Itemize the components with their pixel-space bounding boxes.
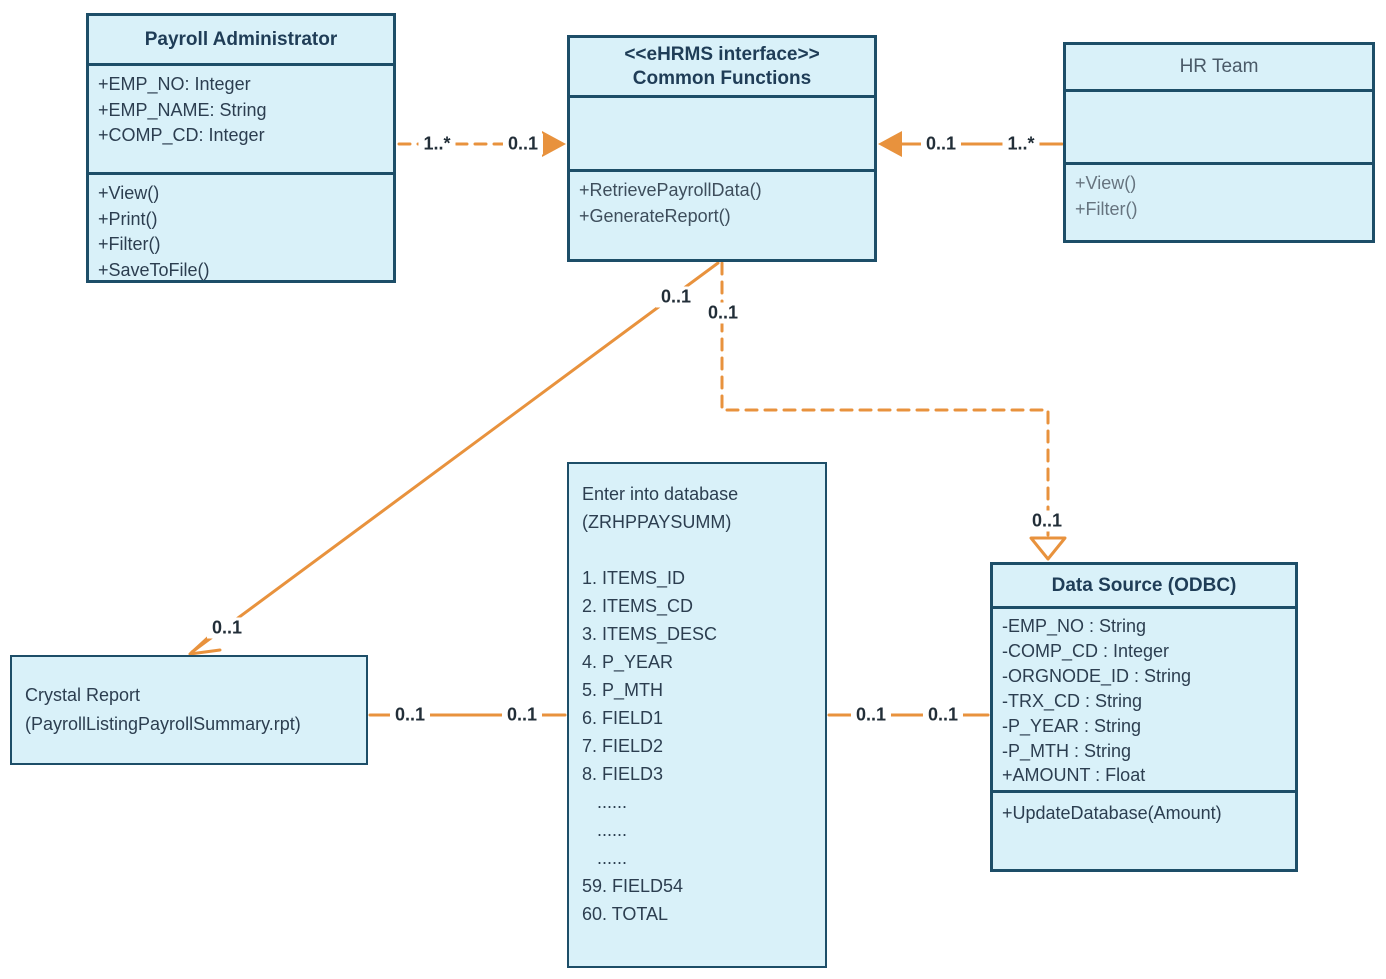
class-title-hr-team: HR Team (1179, 56, 1259, 77)
class-title-payroll-administrator: Payroll Administrator (144, 28, 338, 50)
note-line: ...... (582, 848, 628, 868)
class-payroll-administrator: Payroll Administrator +EMP_NO: Integer +… (86, 13, 396, 283)
note-line: (ZRHPPAYSUMM) (582, 512, 732, 532)
class-title-common-functions: <<eHRMS interface>> Common Functions (570, 38, 874, 95)
attribute-line: -ORGNODE_ID : String (1002, 665, 1192, 686)
method-line: +View() (98, 183, 160, 203)
method-line: +Filter() (98, 234, 161, 254)
attribute-line: -COMP_CD : Integer (1002, 640, 1170, 661)
multiplicity-cf-crystal-to: 0..1 (206, 617, 248, 639)
method-line: +SaveToFile() (98, 259, 210, 280)
note-line: ...... (582, 820, 628, 840)
method-line: +Print() (98, 208, 158, 229)
note-line: 4. P_YEAR (582, 652, 674, 672)
multiplicity-cf-datasource-to: 0..1 (1026, 510, 1068, 532)
note-line: 5. P_MTH (582, 680, 664, 700)
attribute-line: +AMOUNT : Float (1002, 765, 1146, 786)
multiplicity-crystal-enterdb-left: 0..1 (389, 704, 431, 726)
methods-data-source: +UpdateDatabase(Amount) (993, 790, 1295, 869)
multiplicity-pa-cf-to: 0..1 (502, 133, 544, 155)
class-hr-team: HR Team +View() +Filter() (1063, 42, 1375, 243)
attribute-line: +EMP_NAME: String (98, 99, 267, 120)
attributes-common-functions (570, 95, 874, 169)
methods-common-functions: +RetrievePayrollData() +GenerateReport() (570, 169, 874, 259)
attributes-data-source: -EMP_NO : String -COMP_CD : Integer -ORG… (993, 606, 1295, 790)
multiplicity-enterdb-datasource-left: 0..1 (850, 704, 892, 726)
methods-payroll-administrator: +View() +Print() +Filter() +SaveToFile() (89, 172, 393, 283)
arrowhead-into-commonfunctions-right (878, 131, 902, 157)
multiplicity-hr-cf-from: 1..* (1002, 133, 1040, 155)
methods-hr-team: +View() +Filter() (1066, 162, 1372, 240)
multiplicity-cf-datasource-from: 0..1 (702, 302, 744, 324)
attribute-line: -P_MTH : String (1002, 740, 1132, 761)
note-line: ...... (582, 792, 628, 812)
note-line (582, 536, 819, 564)
note-line: 60. TOTAL (582, 904, 669, 924)
stereotype-label: <<eHRMS interface>> (624, 43, 820, 65)
multiplicity-cf-crystal-from: 0..1 (655, 286, 697, 308)
class-common-functions: <<eHRMS interface>> Common Functions +Re… (567, 35, 877, 262)
note-line: 7. FIELD2 (582, 736, 664, 756)
hollow-triangle-datasource (1029, 536, 1067, 561)
attributes-hr-team (1066, 89, 1372, 162)
method-line: +UpdateDatabase(Amount) (1002, 803, 1222, 823)
note-line: 59. FIELD54 (582, 876, 684, 896)
method-line: +GenerateReport() (579, 205, 731, 226)
attribute-line: -P_YEAR : String (1002, 715, 1142, 736)
class-title-data-source: Data Source (ODBC) (1051, 574, 1237, 596)
attribute-line: +EMP_NO: Integer (98, 74, 251, 94)
class-data-source-odbc: Data Source (ODBC) -EMP_NO : String -COM… (990, 562, 1298, 872)
method-line: +View() (1075, 173, 1137, 193)
method-line: +RetrievePayrollData() (579, 180, 762, 200)
note-line: 2. ITEMS_CD (582, 596, 694, 616)
class-name-label: Common Functions (632, 67, 812, 89)
note-line: 3. ITEMS_DESC (582, 624, 718, 644)
multiplicity-enterdb-datasource-right: 0..1 (922, 704, 964, 726)
arrowhead-into-commonfunctions-left (542, 131, 566, 157)
note-crystal-report: Crystal Report (PayrollListingPayrollSum… (10, 655, 368, 765)
note-enter-into-database: Enter into database (ZRHPPAYSUMM) 1. ITE… (567, 462, 827, 968)
note-line: 6. FIELD1 (582, 708, 664, 728)
multiplicity-pa-cf-from: 1..* (418, 133, 456, 155)
attributes-payroll-administrator: +EMP_NO: Integer +EMP_NAME: String +COMP… (89, 63, 393, 172)
attribute-line: +COMP_CD: Integer (98, 125, 265, 145)
attribute-line: -TRX_CD : String (1002, 690, 1143, 711)
multiplicity-crystal-enterdb-right: 0..1 (501, 704, 543, 726)
method-line: +Filter() (1075, 198, 1138, 219)
attribute-line: -EMP_NO : String (1002, 616, 1147, 636)
note-line: Enter into database (582, 484, 739, 504)
note-line: 1. ITEMS_ID (582, 568, 686, 588)
multiplicity-hr-cf-to: 0..1 (920, 133, 962, 155)
note-line: 8. FIELD3 (582, 764, 664, 784)
note-line: (PayrollListingPayrollSummary.rpt) (25, 714, 301, 734)
note-line: Crystal Report (25, 685, 141, 705)
